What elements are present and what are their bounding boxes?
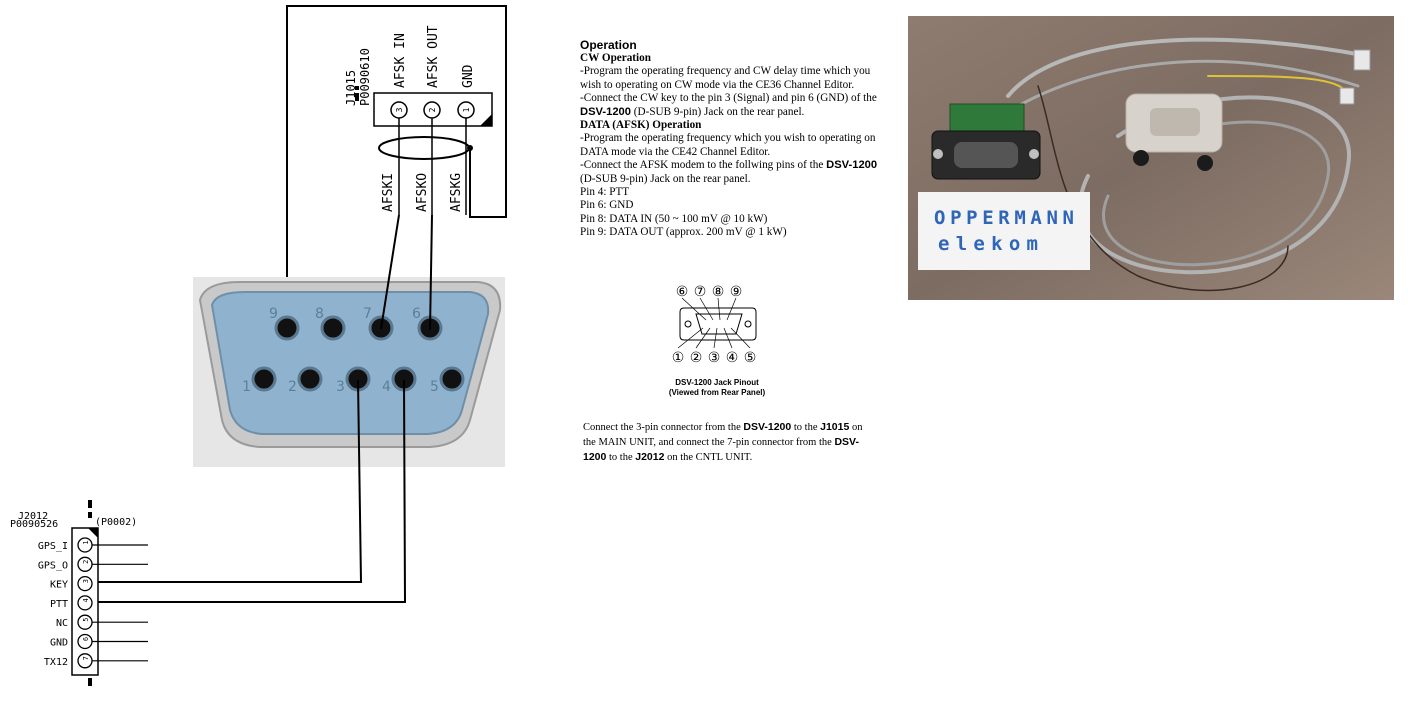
j2012-pin-label: PTT [50, 599, 68, 610]
dsub-pin-number: 2 [288, 379, 297, 395]
j2012-pin-number: 6 [82, 637, 90, 641]
j2012-part: P0090526 [10, 519, 58, 530]
cable-kit-photo: OPPERMANN elekom [908, 16, 1394, 300]
pin-line: Pin 4: PTT [580, 186, 630, 199]
j2012-ref: J2012 [18, 511, 48, 522]
pinout-number: ④ [726, 350, 739, 366]
j1015-pin-label-afsk-out: AFSK OUT [426, 25, 441, 88]
dsub-pin-2 [297, 366, 323, 392]
j2012-pin-number: 7 [82, 656, 90, 660]
dsub-pin-number: 1 [242, 379, 251, 395]
j1015-part: P0090610 [358, 48, 372, 106]
j2012-pin-label: NC [56, 618, 68, 629]
j2012-connector: J2012 P0090526 (P0002) 1 GPS_I 2 GPS_O 3 KEY 4… [10, 500, 148, 686]
data-heading: DATA (AFSK) Operation [580, 119, 702, 132]
wire-key [98, 379, 363, 583]
pin-line: Pin 6: GND [580, 199, 634, 212]
dsub-connector: 9 8 7 6 1 2 3 4 5 [193, 277, 505, 467]
j2012-pin-number: 1 [82, 540, 90, 544]
screw [1197, 155, 1213, 171]
wire-label-afski: AFSKI [381, 173, 396, 212]
j2012-pin-label: TX12 [44, 657, 68, 668]
pinout-number: ⑨ [730, 284, 743, 300]
j1015-pin-number: 2 [428, 107, 437, 112]
connector-ref: J1015 [820, 421, 850, 433]
model-name: DSV-1200 [583, 436, 859, 463]
wire-afsko [429, 214, 433, 331]
operation-instructions: Operation CW Operation -Program the oper… [580, 38, 892, 240]
wire-label-afsko: AFSKO [415, 173, 430, 212]
jack-pinout-diagram: ⑥ ⑦ ⑧ ⑨ ① ② ③ ④ ⑤ [672, 284, 757, 366]
pinout-caption: DSV-1200 Jack Pinout (Viewed from Rear P… [668, 378, 766, 397]
logo-text: OPPERMANN [934, 207, 1074, 229]
dsub-pin-number: 9 [269, 306, 278, 322]
model-name: DSV-1200 [743, 421, 792, 433]
j2012-pin [77, 595, 93, 611]
db9-plug [931, 103, 1041, 180]
j1015-pin-number: 3 [395, 107, 404, 112]
wire-gnd-loop [286, 5, 507, 322]
dsub-pin-number: 4 [382, 379, 391, 395]
j1015-pin-number: 1 [462, 107, 471, 112]
wire-ptt [98, 379, 407, 603]
cw-step-2: -Connect the CW key to the pin 3 (Signal… [580, 92, 877, 118]
wire-label-afskg: AFSKG [449, 173, 464, 212]
j2012-pin-label: GPS_I [38, 541, 68, 552]
operation-title: Operation [580, 38, 637, 52]
j1015-ref: J1015 [344, 70, 358, 106]
pinout-number: ⑦ [694, 284, 707, 300]
j1015-connector: 3 2 1 J1015 P0090610 AFSK IN AFSK OUT GN… [344, 25, 493, 127]
j2012-pin [77, 575, 93, 592]
j2012-pin-label: KEY [50, 580, 68, 591]
dsub-pin-1 [251, 366, 277, 392]
cw-heading: CW Operation [580, 52, 651, 64]
gasket [1125, 93, 1223, 153]
j2012-pin-number: 3 [82, 579, 90, 583]
pinout-number: ⑥ [676, 284, 689, 300]
dsub-pin-8 [320, 315, 346, 341]
wire-afski [380, 214, 400, 330]
pinout-number: ① [672, 350, 685, 366]
j2012-pin-number: 4 [82, 598, 90, 602]
oppermann-logo-card: OPPERMANN elekom [918, 192, 1090, 270]
wiring-diagram: 3 2 1 J1015 P0090610 AFSK IN AFSK OUT GN… [10, 5, 507, 686]
j1015-pin-label-afsk-in: AFSK IN [393, 33, 408, 88]
data-step-2: -Connect the AFSK modem to the follwing … [580, 159, 878, 185]
connector-ref: J2012 [635, 451, 665, 463]
dsub-pin-number: 6 [412, 306, 421, 322]
pinout-number: ③ [708, 350, 721, 366]
data-step-1: -Program the operating frequency which y… [580, 132, 876, 158]
j2012-pin-label: GPS_O [38, 560, 68, 571]
cw-step-1: -Program the operating frequency and CW … [580, 65, 871, 91]
j2012-pin-number: 5 [82, 618, 90, 622]
dsub-pin-number: 3 [336, 379, 345, 395]
connect-note: Connect the 3-pin connector from the DSV… [583, 421, 863, 463]
screw [1133, 150, 1149, 166]
dsub-pin-number: 7 [363, 306, 372, 322]
j2012-sub: (P0002) [95, 517, 137, 528]
pinout-number: ⑤ [744, 350, 757, 366]
pinout-number: ⑧ [712, 284, 725, 300]
cable-shield [378, 136, 470, 160]
dsub-pin-5 [439, 366, 465, 392]
j2012-pin-label: GND [50, 638, 68, 649]
pin-line: Pin 8: DATA IN (50 ~ 100 mV @ 10 kW) [580, 212, 768, 225]
dsub-pin-number: 8 [315, 306, 324, 322]
dsub-pin-9 [274, 315, 300, 341]
pinout-number: ② [690, 350, 703, 366]
model-name: DSV-1200 [826, 159, 878, 172]
j1015-pin-label-gnd: GND [461, 64, 476, 88]
pin-line: Pin 9: DATA OUT (approx. 200 mV @ 1 kW) [580, 226, 787, 239]
j2012-pin-number: 2 [82, 560, 90, 564]
model-name: DSV-1200 [580, 105, 631, 118]
dsub-pin-number: 5 [430, 379, 439, 395]
